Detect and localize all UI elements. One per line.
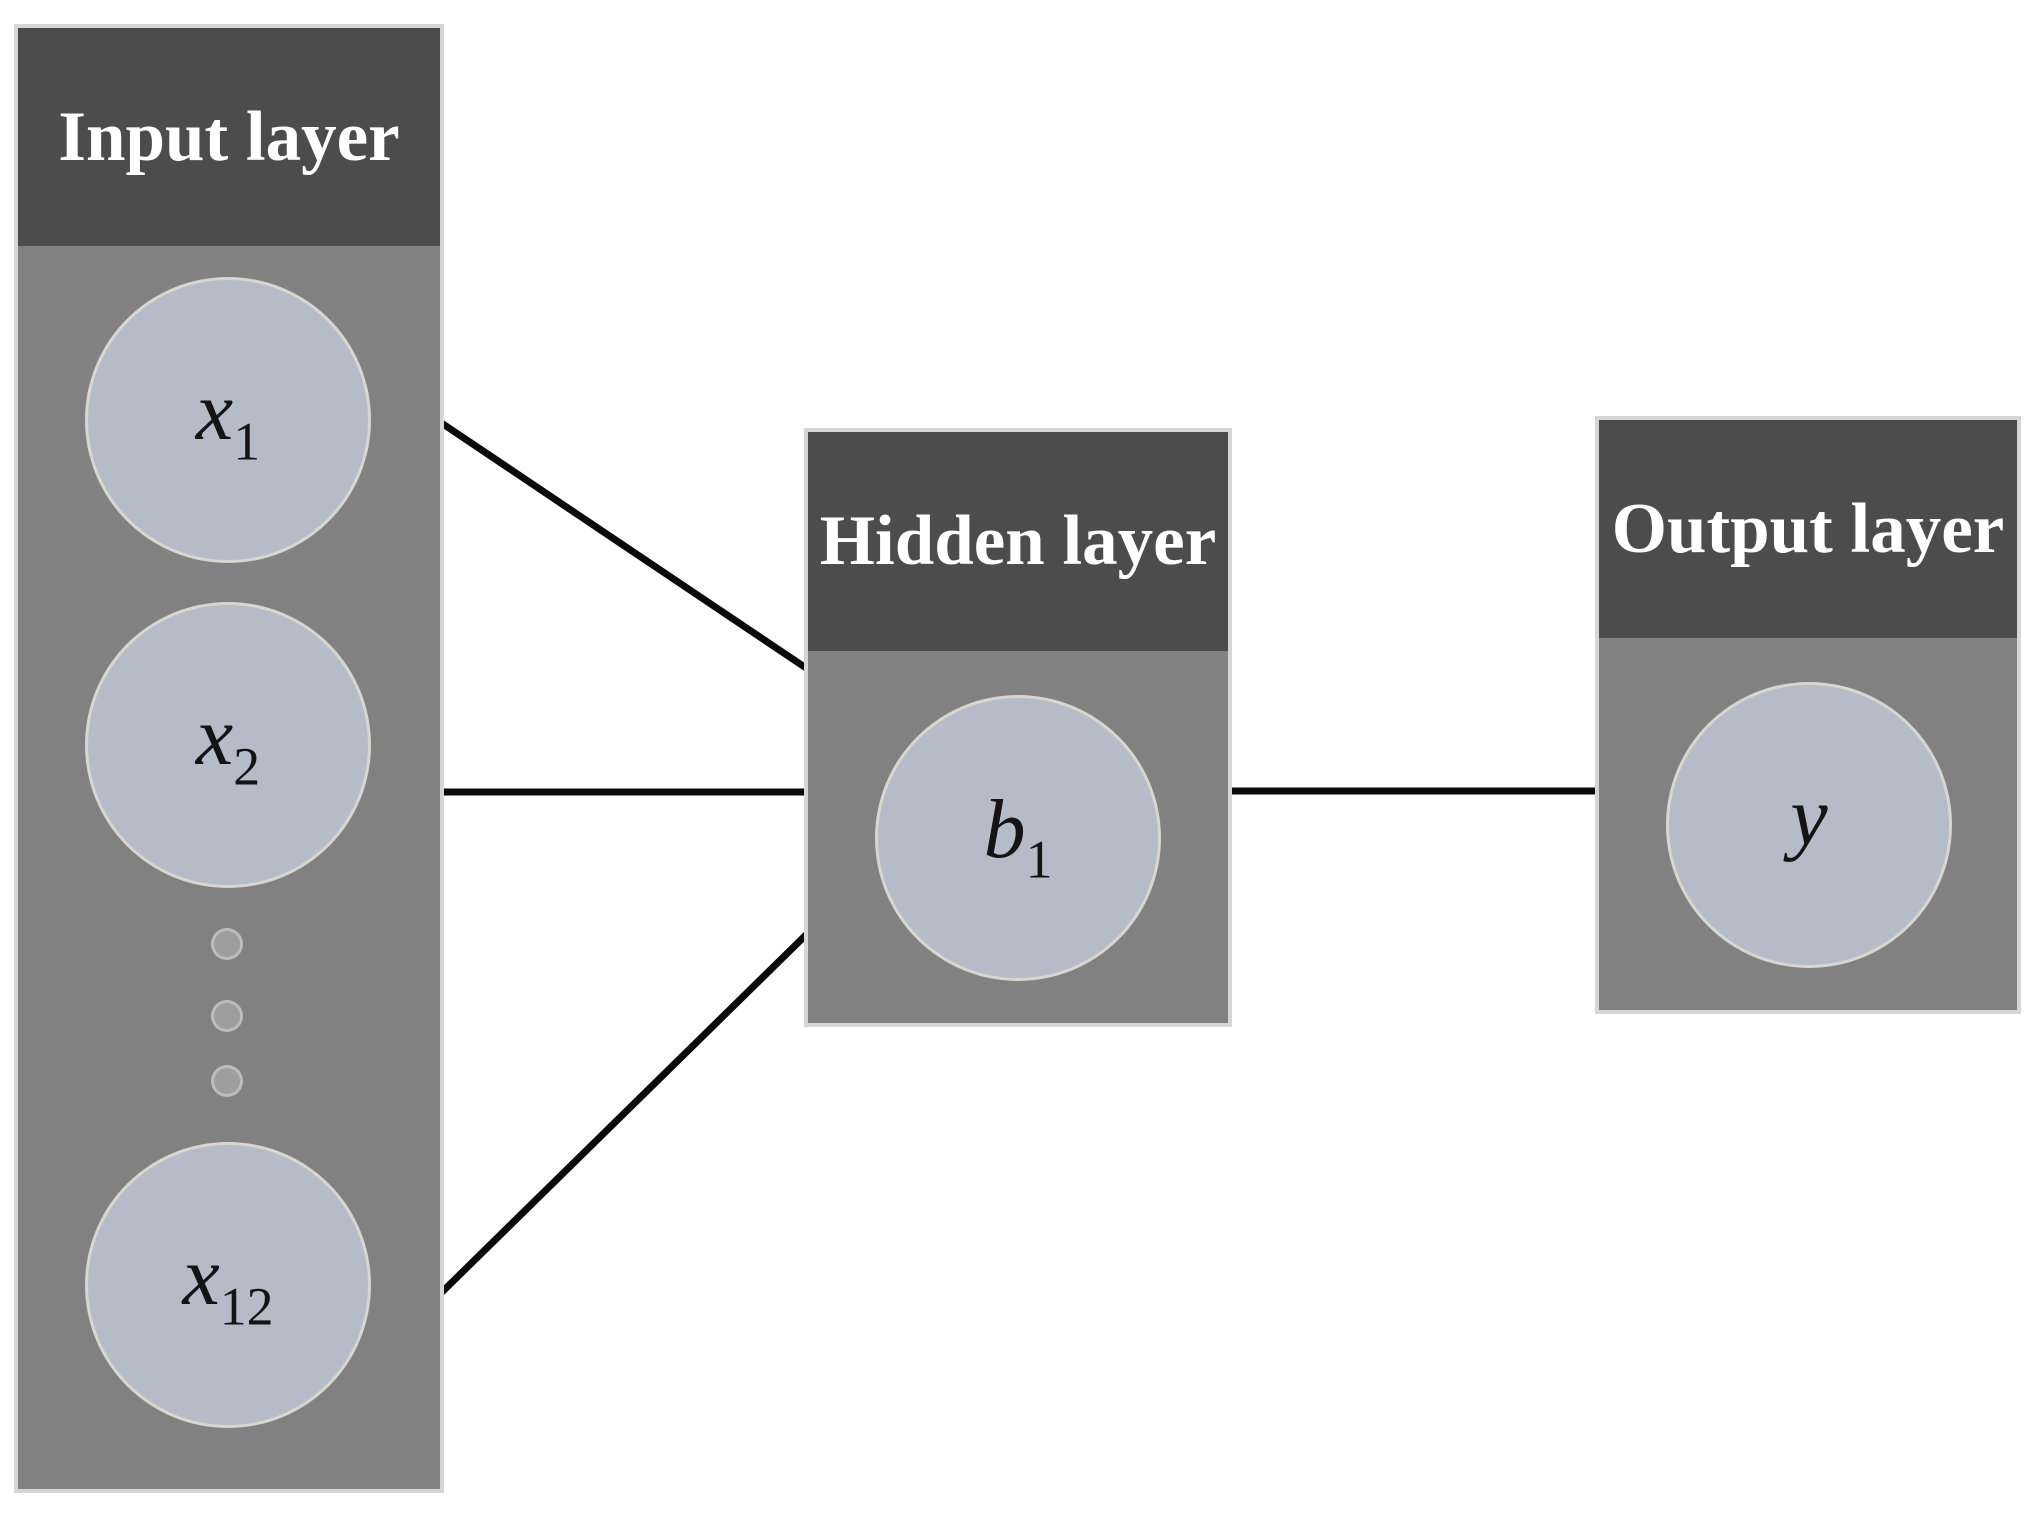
node-x12-label: x12 (182, 1230, 274, 1337)
node-x2-label: x2 (195, 690, 261, 797)
hidden-layer-box: Hidden layer b1 (808, 432, 1228, 1023)
node-y: y (1669, 685, 1949, 965)
node-b1-label: b1 (983, 783, 1053, 890)
ellipsis-dot (214, 1003, 240, 1029)
edge-x1-b1 (435, 417, 814, 675)
input-layer-header: Input layer (18, 28, 440, 246)
output-layer-box: Output layer y (1599, 420, 2017, 1010)
ellipsis-dot (214, 931, 240, 957)
node-x1: x1 (88, 280, 368, 560)
ellipsis-dot (214, 1068, 240, 1094)
input-layer-box: Input layer x1 x2 x12 (18, 28, 440, 1489)
output-layer-title: Output layer (1611, 489, 2005, 568)
node-x2: x2 (88, 605, 368, 885)
input-layer-title: Input layer (58, 97, 400, 176)
hidden-layer-header: Hidden layer (808, 432, 1228, 651)
edge-x12-b1 (436, 926, 815, 1298)
node-x1-label: x1 (195, 365, 261, 472)
node-x12: x12 (88, 1145, 368, 1425)
node-y-label: y (1790, 770, 1828, 864)
hidden-layer-title: Hidden layer (819, 502, 1217, 580)
output-layer-header: Output layer (1599, 420, 2017, 638)
node-b1: b1 (878, 698, 1158, 978)
